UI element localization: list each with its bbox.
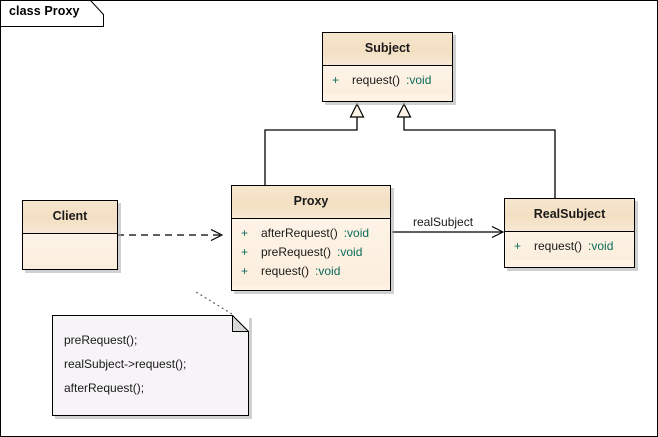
note-anchor-line: [195, 291, 233, 315]
class-title-client: Client: [52, 209, 88, 224]
class-member[interactable]: + afterRequest() :void: [232, 224, 390, 243]
class-member[interactable]: + request() :void: [505, 237, 634, 256]
class-members-proxy: + afterRequest() :void + preRequest() :v…: [232, 219, 390, 285]
class-title-subject: Subject: [364, 41, 411, 56]
member-type: :void: [343, 226, 370, 240]
member-name: request(): [352, 73, 401, 87]
class-header-proxy: Proxy: [232, 186, 390, 219]
member-name: request(): [534, 239, 583, 253]
member-visibility: +: [241, 245, 249, 259]
frame-label: class Proxy: [9, 4, 80, 18]
class-member[interactable]: + request() :void: [232, 262, 390, 281]
class-box-client[interactable]: Client: [22, 200, 118, 270]
diagram-frame-tab: class Proxy: [0, 0, 104, 27]
member-type: :void: [315, 264, 341, 278]
member-name: request(): [261, 264, 310, 278]
member-visibility: +: [514, 239, 522, 253]
class-header-realsubject: RealSubject: [505, 199, 634, 232]
member-name: preRequest(): [261, 245, 332, 259]
class-box-realsubject[interactable]: RealSubject + request() :void: [504, 198, 635, 268]
class-members-client: [23, 234, 117, 269]
member-type: :void: [337, 245, 363, 259]
class-box-proxy[interactable]: Proxy + afterRequest() :void + preReques…: [231, 185, 391, 291]
generalization-proxy-to-subject: [264, 102, 365, 185]
class-title-realsubject: RealSubject: [533, 207, 606, 222]
note-line: preRequest();: [64, 333, 138, 347]
member-type: :void: [406, 73, 432, 87]
class-members-subject: + request() :void: [323, 66, 452, 94]
member-visibility: +: [241, 226, 249, 240]
class-member[interactable]: + preRequest() :void: [232, 243, 390, 262]
note-line: afterRequest();: [64, 381, 145, 395]
member-visibility: +: [332, 73, 340, 87]
class-header-subject: Subject: [323, 33, 452, 66]
class-box-subject[interactable]: Subject + request() :void: [322, 32, 453, 102]
member-name: afterRequest(): [261, 226, 338, 240]
class-title-proxy: Proxy: [293, 194, 329, 209]
class-members-realsubject: + request() :void: [505, 232, 634, 260]
note-box[interactable]: preRequest(); realSubject->request(); af…: [52, 315, 249, 416]
member-visibility: +: [241, 264, 249, 278]
note-text: preRequest(); realSubject->request(); af…: [64, 328, 241, 400]
class-header-client: Client: [23, 201, 117, 234]
member-type: :void: [588, 239, 614, 253]
generalization-realsubject-to-subject: [396, 102, 556, 198]
note-line: realSubject->request();: [64, 357, 187, 371]
class-member[interactable]: + request() :void: [323, 71, 452, 90]
association-label-realsubject: realSubject: [411, 215, 476, 229]
